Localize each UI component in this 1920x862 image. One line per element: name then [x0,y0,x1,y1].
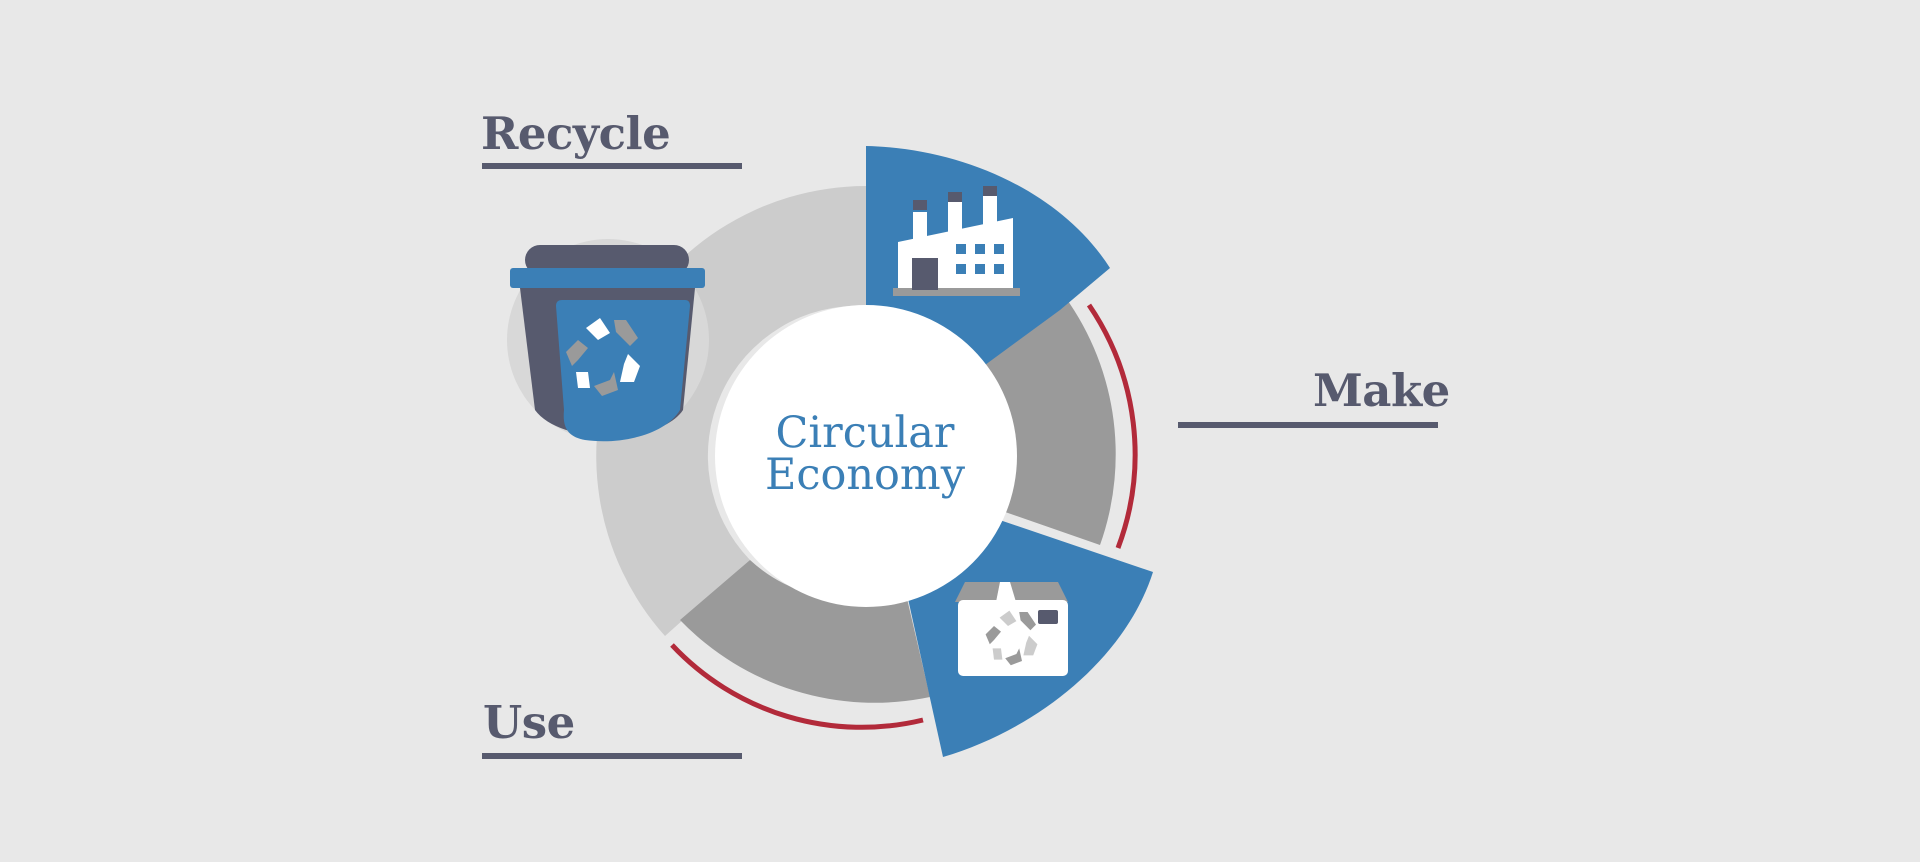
recycle-symbol-icon [566,318,640,396]
recycle-label: Recycle [481,107,671,160]
factory-icon [893,186,1020,296]
center-title-line2: Economy [764,450,965,500]
center-circle [715,305,1017,607]
center-title: Circular Economy [715,408,1015,500]
use-underline [482,753,742,759]
cycle-arrow-make [1086,303,1138,549]
recycle-underline [482,163,742,169]
ring-segment-make [985,290,1116,545]
cycle-arrow-use [670,643,924,730]
recyclable-box-icon [955,582,1068,676]
make-label: Make [1313,364,1450,417]
center-title-line1: Circular [775,408,955,458]
recycle-bin-icon [507,239,709,442]
ring-segment-use [680,560,930,703]
use-label: Use [483,696,575,749]
make-underline [1178,422,1438,428]
